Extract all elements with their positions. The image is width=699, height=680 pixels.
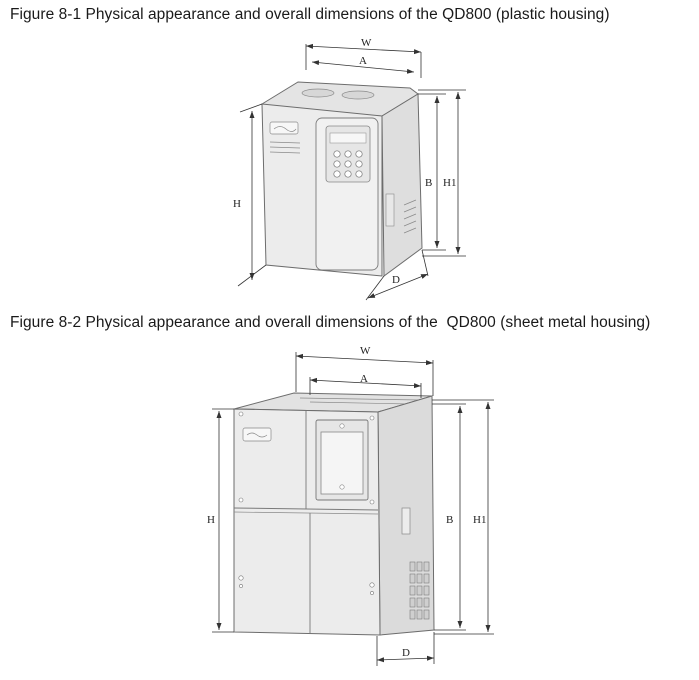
figure-1-dimensions: W A B H1 H D (233, 37, 466, 301)
dim-label-a: A (360, 373, 368, 385)
figure-2-caption: Figure 8-2 Physical appearance and overa… (10, 314, 651, 331)
figure-1-caption: Figure 8-1 Physical appearance and overa… (10, 6, 610, 23)
dim-label-b: B (425, 177, 432, 189)
dim-label-b: B (446, 514, 453, 526)
figure-2-drawing: W A B H1 H D (207, 345, 494, 666)
dim-label-h1: H1 (473, 514, 486, 526)
dim-label-h1: H1 (443, 177, 456, 189)
sheet-metal-drive-body (233, 392, 435, 636)
figure-2-dimensions: W A B H1 H D (207, 345, 494, 666)
dim-label-w: W (360, 345, 371, 357)
figure-1-drawing: W A B H1 H D (233, 37, 466, 301)
dim-label-h: H (233, 198, 241, 210)
dim-label-d: D (392, 274, 400, 286)
dim-label-d: D (402, 647, 410, 659)
dim-label-w: W (361, 37, 372, 49)
plastic-drive-body (260, 81, 423, 277)
dim-label-h: H (207, 514, 215, 526)
dim-label-a: A (359, 55, 367, 67)
